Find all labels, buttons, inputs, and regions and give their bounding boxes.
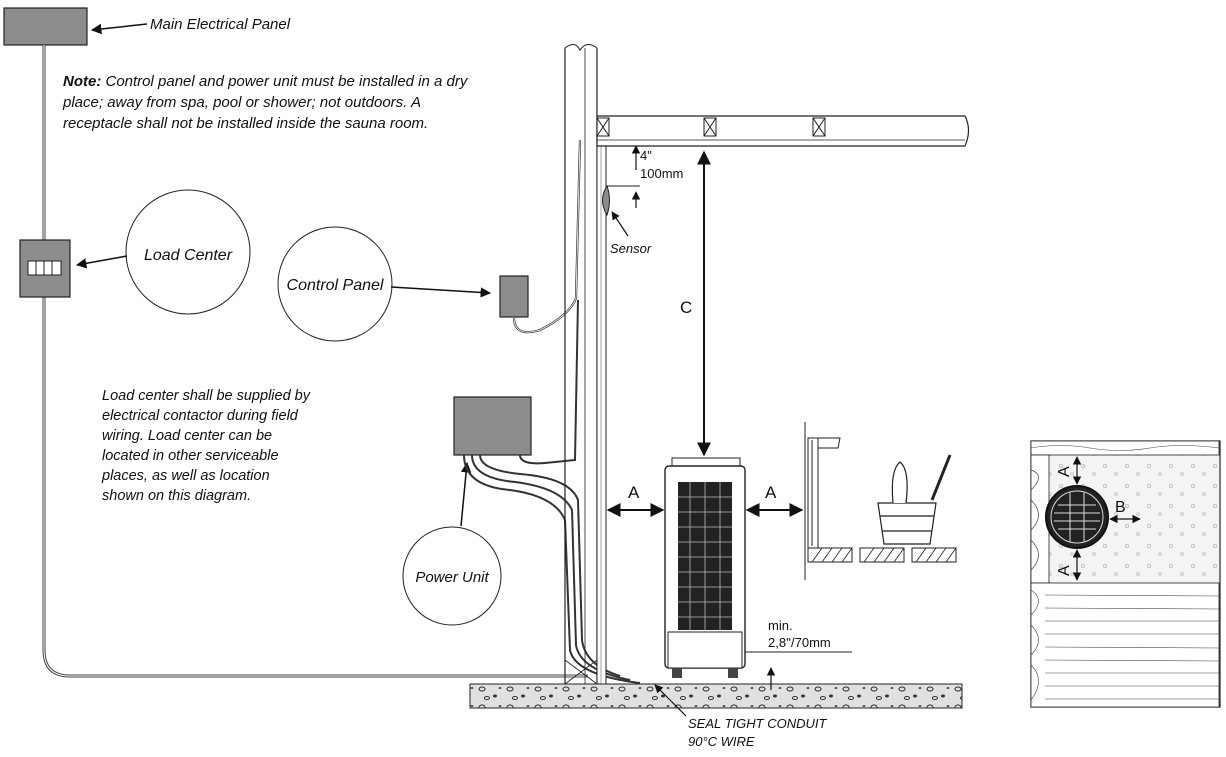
sauna-wall [564, 44, 607, 685]
paragraph-line: places, as well as location [101, 468, 270, 484]
conduit-arrow [654, 684, 687, 717]
min-label: min. [768, 618, 793, 633]
power-unit-cables [463, 299, 641, 684]
conduit-label-2: 90°C WIRE [688, 734, 755, 749]
paragraph-line: wiring. Load center can be [102, 428, 272, 444]
inset-a-bottom-label: A [1056, 565, 1073, 576]
paragraph-line: located in other serviceable [102, 448, 279, 464]
note-line-3: receptacle shall not be installed inside… [63, 115, 428, 132]
ceiling [596, 115, 970, 147]
dim-100mm-label: 100mm [640, 166, 683, 181]
power-unit-arrow [460, 461, 472, 527]
paragraph-line: Load center shall be supplied by [102, 388, 311, 404]
sensor-arrow [611, 211, 629, 237]
inset-b-label: B [1115, 499, 1126, 516]
control-panel-circle [277, 226, 393, 342]
dim-a-left-label: A [628, 483, 640, 502]
load-center-label: Load Center [144, 247, 233, 264]
conduit-label-1: SEAL TIGHT CONDUIT [688, 716, 828, 731]
sauna-bucket-icon [877, 454, 952, 545]
main-panel-label: Main Electrical Panel [150, 16, 291, 33]
heater-top-view [1045, 485, 1109, 549]
note-line-2: place; away from spa, pool or shower; no… [62, 94, 421, 111]
sensor-label: Sensor [610, 241, 652, 256]
paragraph-line: electrical contactor during field [102, 408, 299, 424]
dim-4in-label: 4" [640, 148, 652, 163]
power-unit-label: Power Unit [415, 569, 489, 586]
bench [804, 422, 957, 580]
paragraph-line: shown on this diagram. [102, 488, 251, 504]
main-panel-arrow [90, 23, 148, 35]
control-panel-label: Control Panel [287, 277, 384, 294]
note-line-1: Note: Control panel and power unit must … [63, 73, 469, 90]
main-electrical-panel [3, 7, 88, 46]
control-panel-arrow [390, 286, 492, 298]
supply-cable [42, 45, 588, 678]
power-unit-box [453, 396, 532, 456]
load-center-circle [125, 189, 251, 315]
dim-a-right-label: A [765, 483, 777, 502]
inset-a-top-label: A [1056, 466, 1073, 477]
power-unit-circle [402, 526, 502, 626]
sauna-heater [664, 457, 746, 678]
top-view-inset: A A B [1030, 440, 1221, 708]
load-center-arrow [75, 255, 128, 269]
sensor [602, 184, 610, 217]
dim-c-label: C [680, 298, 692, 317]
floor [469, 683, 963, 709]
load-center-paragraph: Load center shall be supplied by electri… [101, 388, 311, 504]
min-value: 2,8''/70mm [768, 635, 831, 650]
control-panel-box [499, 275, 529, 318]
